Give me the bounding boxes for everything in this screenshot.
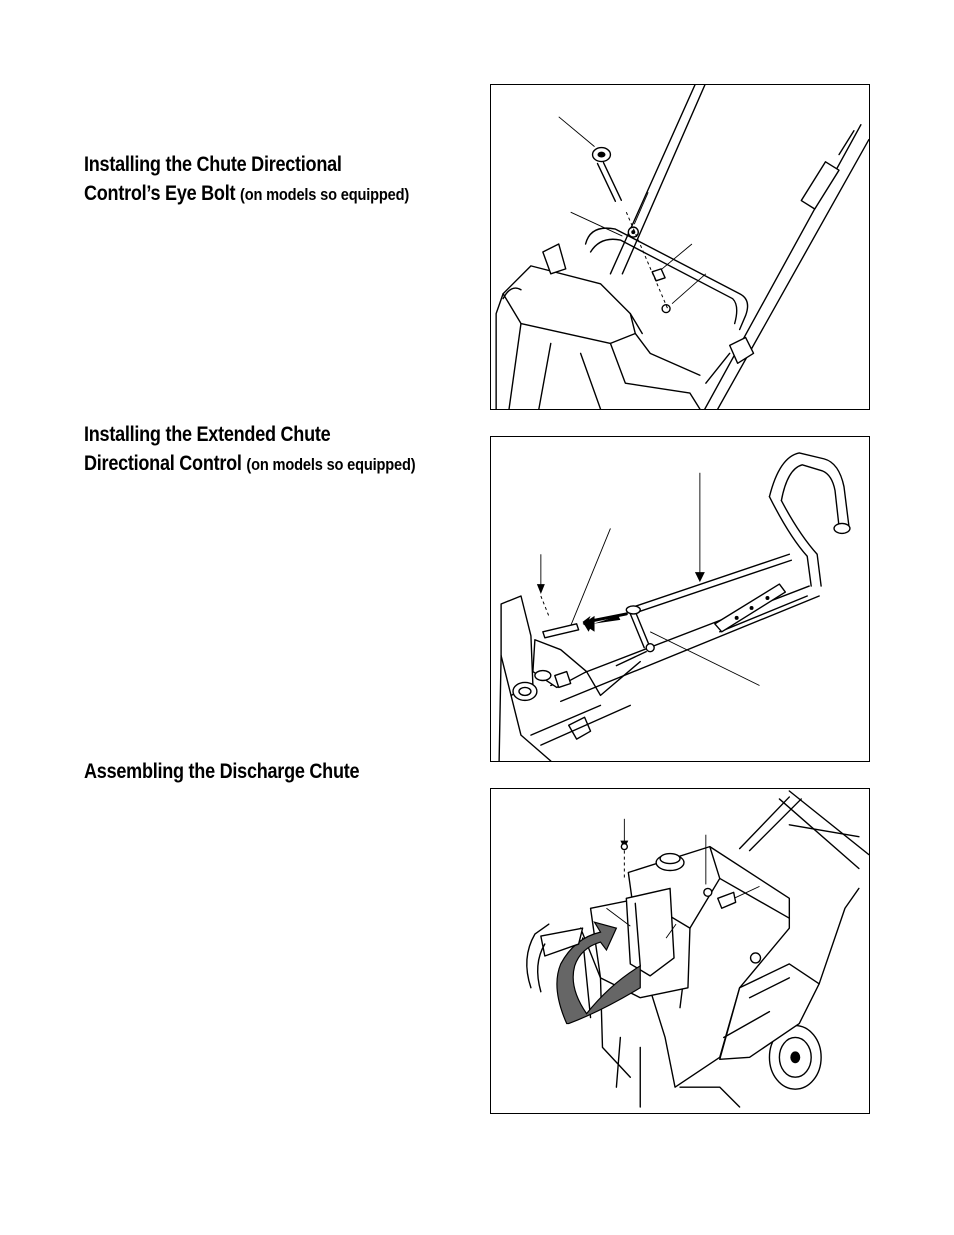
section-heading-extended-control: Installing the Extended Chute Directiona… bbox=[84, 420, 419, 479]
figure-extended-control bbox=[490, 436, 870, 762]
section-title-eye-bolt: Installing the Chute Directional Control… bbox=[84, 153, 342, 205]
figure-discharge-chute bbox=[490, 788, 870, 1114]
section-heading-eye-bolt: Installing the Chute Directional Control… bbox=[84, 150, 419, 209]
section-note-extended-control: (on models so equipped) bbox=[246, 455, 416, 474]
eye-bolt-installation-illustration bbox=[495, 85, 869, 409]
discharge-chute-assembly-illustration bbox=[526, 790, 869, 1108]
section-note-eye-bolt: (on models so equipped) bbox=[239, 185, 410, 204]
section-heading-discharge-chute: Assembling the Discharge Chute bbox=[84, 757, 419, 786]
extended-chute-control-illustration bbox=[498, 452, 851, 761]
section-title-extended-control: Installing the Extended Chute Directiona… bbox=[84, 423, 331, 475]
figure-eye-bolt bbox=[490, 84, 870, 410]
section-title-discharge-chute: Assembling the Discharge Chute bbox=[84, 760, 360, 783]
